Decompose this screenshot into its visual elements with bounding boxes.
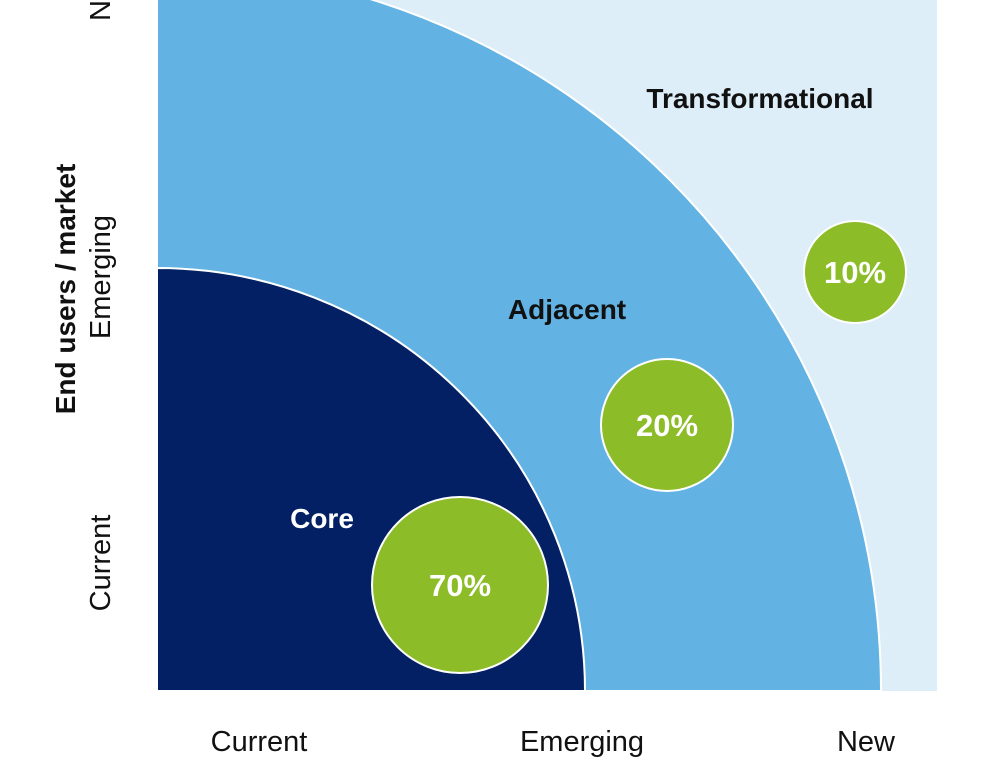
y-axis-title: End users / market <box>50 164 81 415</box>
bubble-adjacent: 20% <box>600 358 734 492</box>
x-axis-tick-new: New <box>837 726 896 758</box>
bubble-core: 70% <box>371 496 549 674</box>
bubble-transformational-circle <box>803 220 907 324</box>
bubble-core-label: 70% <box>429 568 491 603</box>
bubble-core-circle <box>371 496 549 674</box>
bubble-transformational: 10% <box>803 220 907 324</box>
core-zone-label: Core <box>290 503 354 534</box>
adjacent-zone-label: Adjacent <box>508 294 626 325</box>
x-axis-tick-emerging: Emerging <box>520 726 644 758</box>
x-axis-tick-current: Current <box>211 726 308 758</box>
y-axis-tick-current: Current <box>85 515 117 612</box>
bubble-transformational-label: 10% <box>824 255 886 290</box>
bubble-adjacent-label: 20% <box>636 408 698 443</box>
transformational-zone-label: Transformational <box>646 83 873 114</box>
bubble-adjacent-circle <box>600 358 734 492</box>
y-axis-tick-new: New <box>85 0 117 21</box>
y-axis-tick-emerging: Emerging <box>85 215 117 339</box>
